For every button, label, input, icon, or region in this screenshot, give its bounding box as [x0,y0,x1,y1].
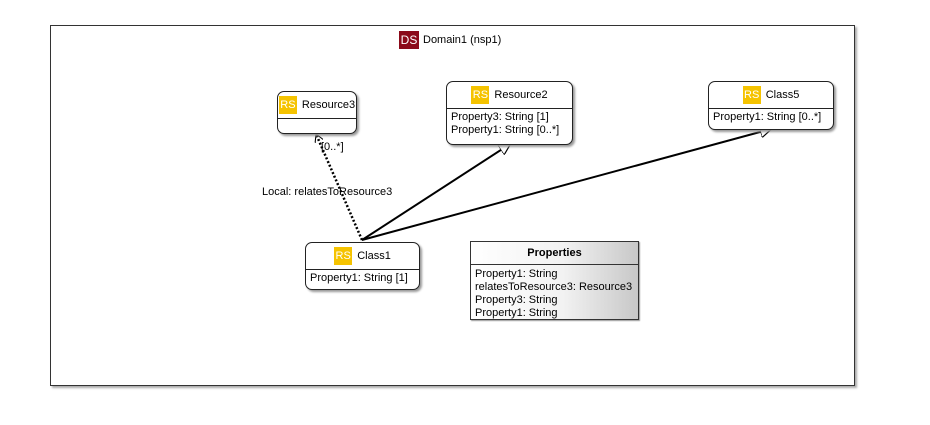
legend-title: Properties [471,242,638,265]
legend-items: Property1: String relatesToResource3: Re… [471,265,638,323]
properties-legend[interactable]: Properties Property1: String relatesToRe… [470,241,639,320]
legend-item: Property3: String [475,294,558,306]
domain-title: DS Domain1 (nsp1) [399,31,501,49]
node-header: RS Resource2 [447,82,572,109]
node-resource3[interactable]: RS Resource3 [277,91,357,134]
node-header: RS Resource3 [278,92,356,119]
legend-item: Property1: String [475,268,558,280]
property-line: Property1: String [0..*] [713,111,822,123]
rs-badge-icon: RS [742,86,761,104]
legend-item: Property1: String [475,307,558,319]
rs-badge-icon: RS [471,86,490,104]
node-properties: Property1: String [1] [306,270,419,287]
property-line: Property3: String [1] [451,111,549,123]
node-header: RS Class1 [306,243,419,270]
ds-badge-icon: DS [399,31,419,49]
node-properties: Property1: String [0..*] [709,109,833,126]
node-name: Class1 [357,250,391,262]
node-header: RS Class5 [709,82,833,109]
node-resource2[interactable]: RS Resource2 Property3: String [1] Prope… [446,81,573,145]
domain-title-text: Domain1 (nsp1) [423,34,502,46]
legend-item: relatesToResource3: Resource3 [475,281,633,293]
node-class1[interactable]: RS Class1 Property1: String [1] [305,242,420,290]
relates-edge-label: Local: relatesToResource3 [262,186,393,198]
domain-frame[interactable] [50,25,855,386]
property-line: Property1: String [1] [310,272,408,284]
property-line: Property1: String [0..*] [451,124,560,136]
relates-multiplicity-label: [0..*] [321,141,344,153]
node-class5[interactable]: RS Class5 Property1: String [0..*] [708,81,834,130]
node-name: Resource3 [301,99,356,111]
node-properties: Property3: String [1] Property1: String … [447,109,572,139]
node-name: Class5 [765,89,800,101]
rs-badge-icon: RS [278,96,297,114]
node-name: Resource2 [494,89,548,101]
rs-badge-icon: RS [334,247,353,265]
